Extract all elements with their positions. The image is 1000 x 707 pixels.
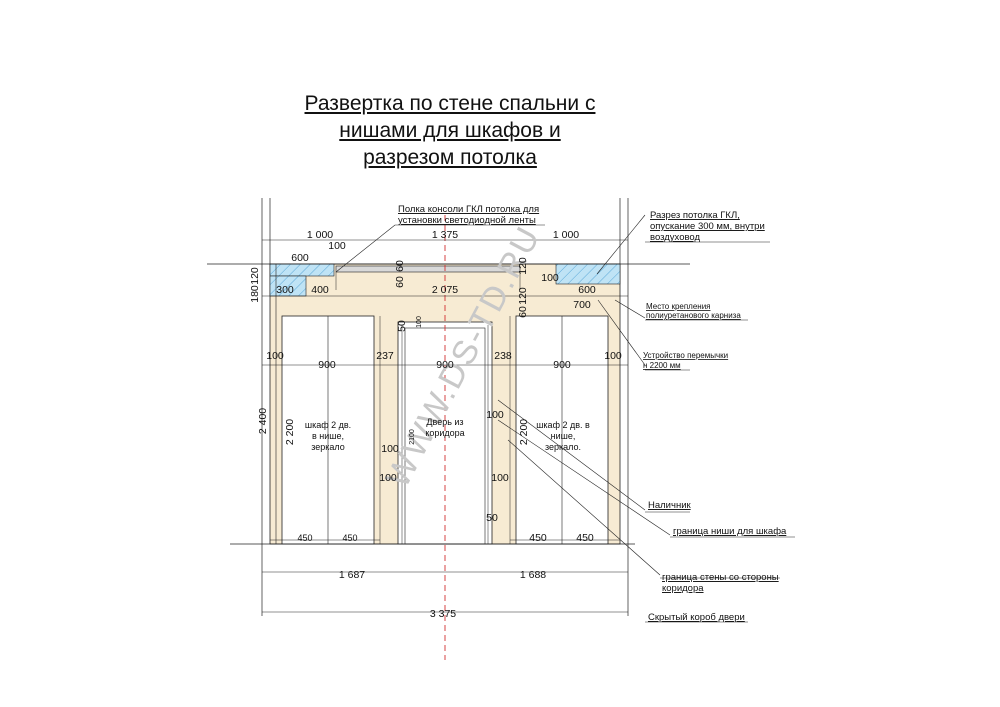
dim-text: 2 200 bbox=[284, 419, 296, 445]
leader-lines bbox=[335, 214, 795, 623]
title-line-3: разрезом потолка bbox=[363, 146, 537, 169]
label-wardrobe-left-3: зеркало bbox=[311, 442, 345, 452]
note-cornice-2: полиуретанового карниза bbox=[646, 311, 741, 320]
note-wall-border-2: коридора bbox=[662, 583, 704, 594]
note-shelf-1: Полка консоли ГКЛ потолка для bbox=[398, 204, 539, 215]
note-hidden-box: Скрытый короб двери bbox=[648, 612, 745, 623]
dim-text: 600 bbox=[291, 252, 309, 264]
label-wardrobe-right-2: нише, bbox=[551, 431, 576, 441]
reference-lines bbox=[207, 198, 690, 616]
note-niche-border: граница ниши для шкафа bbox=[673, 526, 787, 537]
note-ceiling-1: Разрез потолка ГКЛ, bbox=[650, 210, 740, 221]
title-line-2: нишами для шкафов и bbox=[339, 119, 561, 142]
dim-text: 450 bbox=[529, 532, 547, 544]
drawing-title: Развертка по стене спальни с нишами для … bbox=[250, 90, 650, 171]
dim-text: 1 688 bbox=[520, 569, 546, 581]
label-door-2: коридора bbox=[425, 428, 464, 438]
note-wall-border-1: граница стены со стороны bbox=[662, 572, 779, 583]
note-ceiling-2: опускание 300 мм, внутри bbox=[650, 221, 765, 232]
dim-text: 100 bbox=[486, 409, 504, 421]
label-wardrobe-right-3: зеркало. bbox=[545, 442, 581, 452]
note-ceiling-3: воздуховод bbox=[650, 232, 700, 243]
note-lintel-2: н 2200 мм bbox=[643, 361, 681, 370]
dim-text: 3 375 bbox=[430, 608, 456, 620]
drawing-notes: Полка консоли ГКЛ потолка для установки … bbox=[398, 204, 787, 623]
dim-text: 600 bbox=[578, 284, 596, 296]
dim-text: 1 000 bbox=[307, 229, 333, 241]
dim-text: 100 bbox=[416, 316, 423, 328]
dim-text: 900 bbox=[436, 359, 454, 371]
dim-text: 60 bbox=[394, 276, 406, 288]
dim-text: 450 bbox=[297, 533, 312, 543]
note-shelf-2: установки светодиодной ленты bbox=[398, 215, 536, 226]
element-labels: шкаф 2 дв. в нише, зеркало Дверь из кори… bbox=[305, 417, 590, 452]
dim-text: 60 bbox=[394, 260, 406, 272]
dim-text: 100 bbox=[604, 350, 622, 362]
dim-text: 300 bbox=[276, 284, 294, 296]
dim-text: 100 bbox=[381, 443, 399, 455]
label-wardrobe-right-1: шкаф 2 дв. в bbox=[536, 420, 590, 430]
dim-text: 900 bbox=[318, 359, 336, 371]
note-cornice-1: Место крепления bbox=[646, 302, 711, 311]
dim-text: 1 000 bbox=[553, 229, 579, 241]
note-lintel-1: Устройство перемычки bbox=[643, 351, 728, 360]
dim-text: 900 bbox=[553, 359, 571, 371]
dim-text: 2 200 bbox=[518, 419, 530, 445]
dim-text: 2 075 bbox=[432, 284, 458, 296]
dimension-lines bbox=[262, 239, 628, 613]
note-trim: Наличник bbox=[648, 500, 691, 511]
dim-text: 50 bbox=[486, 512, 498, 524]
dim-text: 100 bbox=[266, 350, 284, 362]
label-door-1: Дверь из bbox=[426, 417, 463, 427]
dim-text: 100 bbox=[491, 472, 509, 484]
console-shelf bbox=[335, 265, 521, 273]
dim-text: 120 bbox=[249, 267, 261, 285]
dim-text: 100 bbox=[379, 472, 397, 484]
dim-text: 450 bbox=[576, 532, 594, 544]
dim-text: 1 375 bbox=[432, 229, 458, 241]
dim-text: 238 bbox=[494, 350, 512, 362]
label-wardrobe-left-1: шкаф 2 дв. bbox=[305, 420, 351, 430]
dim-text: 237 bbox=[376, 350, 394, 362]
dim-text: 450 bbox=[342, 533, 357, 543]
ceiling-hatch-right bbox=[555, 263, 621, 285]
dim-text: 120 bbox=[517, 287, 529, 305]
dimension-texts: 1 000 1 375 1 000 100 600 120 180 60 60 … bbox=[249, 229, 622, 620]
dim-text: 100 bbox=[541, 272, 559, 284]
label-wardrobe-left-2: в нише, bbox=[312, 431, 344, 441]
dim-text: 2100 bbox=[409, 429, 416, 445]
ceiling-hatch-left bbox=[269, 263, 335, 277]
dim-text: 50 bbox=[396, 320, 408, 332]
dim-text: 400 bbox=[311, 284, 329, 296]
title-line-1: Развертка по стене спальни с bbox=[304, 92, 596, 115]
dim-text: 700 bbox=[573, 299, 591, 311]
dim-text: 120 bbox=[517, 257, 529, 275]
dim-text: 100 bbox=[328, 240, 346, 252]
dim-text: 60 bbox=[517, 306, 529, 318]
dim-text: 180 bbox=[249, 285, 261, 303]
dim-text: 1 687 bbox=[339, 569, 365, 581]
dim-text: 2 400 bbox=[257, 408, 269, 434]
